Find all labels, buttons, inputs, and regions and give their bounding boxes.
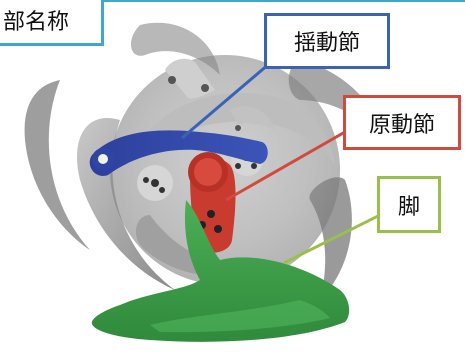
crank-label-text: 原動節 [369,107,435,139]
title-border-extension [104,0,465,2]
rocker-label: 揺動節 [264,13,390,69]
rocker-label-text: 揺動節 [294,25,360,57]
crank-label: 原動節 [343,95,461,150]
title-text: 部名称 [3,4,69,36]
title-label: 部名称 [0,0,104,46]
leg-label: 脚 [377,176,441,233]
leg-label-text: 脚 [398,189,420,221]
